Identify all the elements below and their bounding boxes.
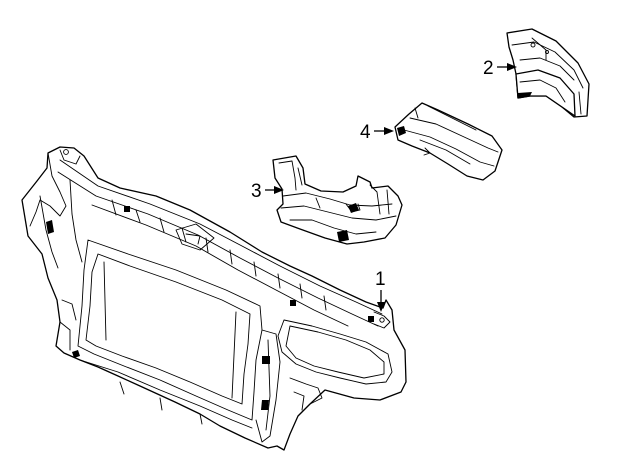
callout-4-label: 4 xyxy=(360,122,371,143)
part-4-duct[interactable] xyxy=(394,102,503,181)
callout-4: 4 xyxy=(360,122,394,143)
part-1-radiator-support[interactable] xyxy=(21,146,407,451)
part-3-shroud[interactable] xyxy=(272,155,403,245)
callout-4-arrowhead xyxy=(384,127,394,135)
callout-3-arrowhead xyxy=(274,186,284,194)
callout-2-arrowhead xyxy=(507,63,517,71)
callout-1-arrowhead xyxy=(377,302,385,312)
callout-1-label: 1 xyxy=(375,269,386,290)
callout-3: 3 xyxy=(251,181,284,202)
callout-2-label: 2 xyxy=(483,58,494,79)
callout-1: 1 xyxy=(375,269,386,312)
callout-2: 2 xyxy=(483,58,517,79)
part-2-bracket[interactable] xyxy=(506,28,590,118)
callout-3-label: 3 xyxy=(251,181,262,202)
